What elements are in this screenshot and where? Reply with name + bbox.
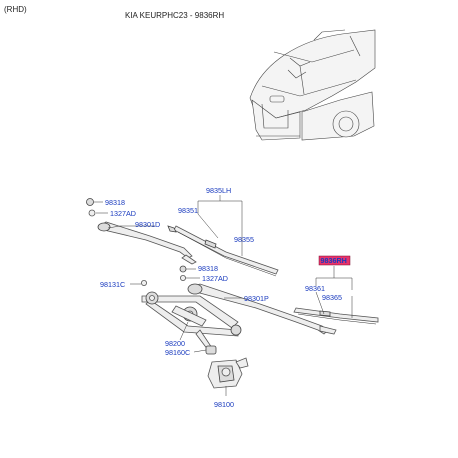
variant-label: (RHD) xyxy=(4,5,27,14)
label-1327ad-lower[interactable]: 1327AD xyxy=(202,274,228,283)
label-98100[interactable]: 98100 xyxy=(214,400,234,409)
label-9836rh[interactable]: 9836RH xyxy=(321,256,347,265)
model-code-title: KIA KEURPHC23 - 9836RH xyxy=(125,11,225,20)
label-98200[interactable]: 98200 xyxy=(165,339,185,348)
label-98318-lower[interactable]: 98318 xyxy=(198,264,218,273)
wiper-blade-passenger xyxy=(293,307,379,325)
wiper-linkage-motor xyxy=(141,291,249,389)
label-98365[interactable]: 98365 xyxy=(322,293,342,302)
label-98160c[interactable]: 98160C xyxy=(165,348,190,357)
part-labels: 98318 1327AD 98301D 9835LH 98351 98355 9… xyxy=(100,186,351,409)
leader-lines xyxy=(94,195,353,396)
wiper-arm-passenger xyxy=(187,283,337,335)
label-98301p[interactable]: 98301P xyxy=(244,294,269,303)
vehicle-illustration xyxy=(249,29,376,141)
label-98355[interactable]: 98355 xyxy=(234,235,254,244)
wiper-blade-driver xyxy=(167,225,279,277)
hardware-caps xyxy=(86,198,187,286)
label-98301d[interactable]: 98301D xyxy=(135,220,160,229)
label-9835lh[interactable]: 9835LH xyxy=(206,186,231,195)
wiper-arm-driver xyxy=(97,221,197,265)
highlight-9836rh xyxy=(318,255,351,266)
label-98318-upper[interactable]: 98318 xyxy=(105,198,125,207)
label-1327ad-upper[interactable]: 1327AD xyxy=(110,209,136,218)
label-98131c[interactable]: 98131C xyxy=(100,280,125,289)
label-98351[interactable]: 98351 xyxy=(178,206,198,215)
label-98361[interactable]: 98361 xyxy=(305,284,325,293)
